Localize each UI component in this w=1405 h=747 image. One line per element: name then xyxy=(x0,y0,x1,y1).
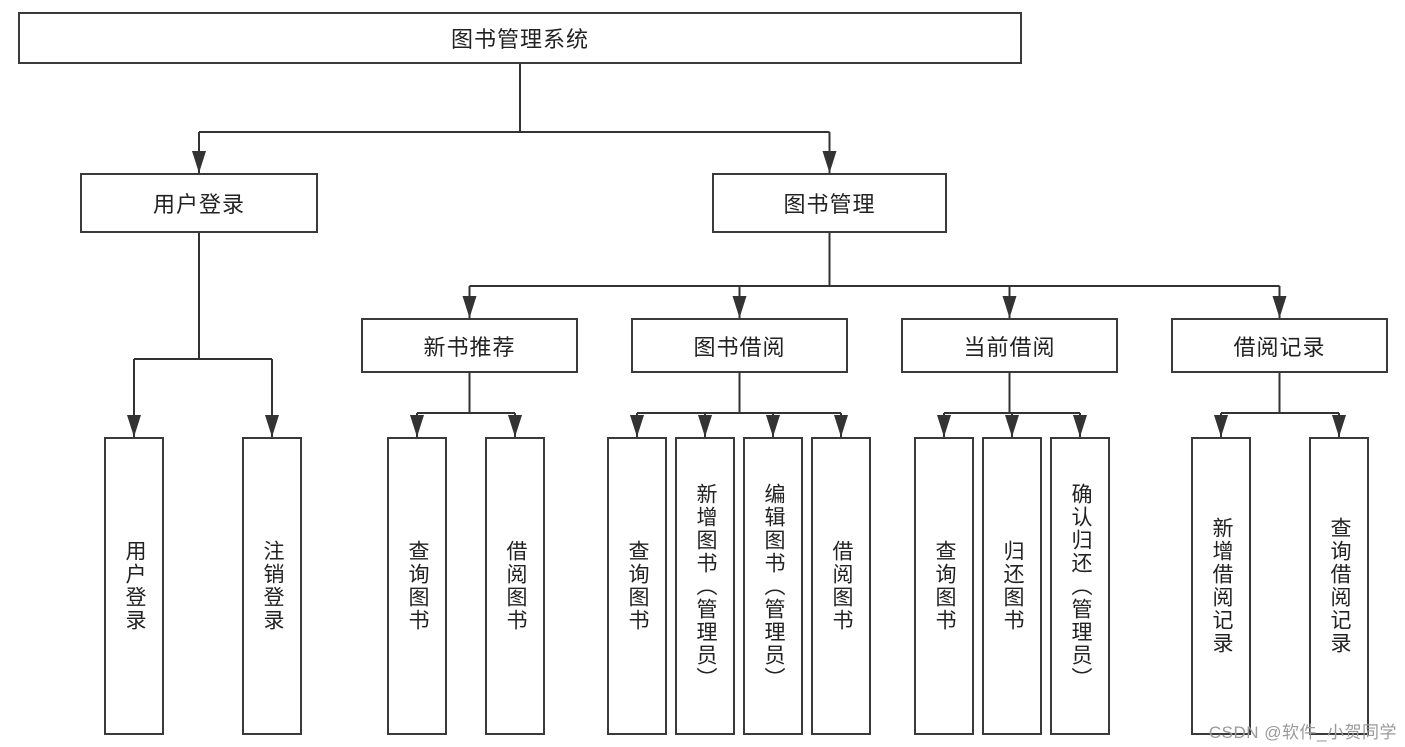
leaf-confirm-return-label: 确认归还（管理员） xyxy=(1069,482,1093,690)
node-new-book-recommend[interactable]: 新书推荐 xyxy=(361,318,578,373)
leaf-query-book-2-label: 查询图书 xyxy=(626,540,650,632)
node-user-login[interactable]: 用户登录 xyxy=(80,173,318,233)
leaf-borrow-book-1[interactable]: 借阅图书 xyxy=(485,437,545,735)
leaf-edit-book-label: 编辑图书（管理员） xyxy=(762,482,786,690)
node-book-manage[interactable]: 图书管理 xyxy=(712,173,947,233)
leaf-user-logout[interactable]: 注销登录 xyxy=(242,437,302,735)
leaf-user-login[interactable]: 用户登录 xyxy=(104,437,164,735)
leaf-add-borrow-record-label: 新增借阅记录 xyxy=(1210,517,1234,655)
leaf-return-book-label: 归还图书 xyxy=(1001,540,1025,632)
leaf-borrow-book-2[interactable]: 借阅图书 xyxy=(811,437,871,735)
leaf-query-borrow-record[interactable]: 查询借阅记录 xyxy=(1309,437,1369,735)
node-borrow-record[interactable]: 借阅记录 xyxy=(1171,318,1388,373)
node-book-borrow-label: 图书借阅 xyxy=(693,334,786,360)
leaf-query-book-1[interactable]: 查询图书 xyxy=(387,437,447,735)
node-book-manage-label: 图书管理 xyxy=(783,192,876,217)
leaf-query-book-3-label: 查询图书 xyxy=(933,540,957,632)
leaf-query-book-2[interactable]: 查询图书 xyxy=(607,437,667,735)
leaf-add-borrow-record[interactable]: 新增借阅记录 xyxy=(1191,437,1251,735)
leaf-query-borrow-record-label: 查询借阅记录 xyxy=(1328,517,1352,655)
node-new-book-recommend-label: 新书推荐 xyxy=(423,334,516,360)
leaf-query-book-1-label: 查询图书 xyxy=(406,540,430,632)
leaf-add-book-label: 新增图书（管理员） xyxy=(694,482,718,690)
node-root[interactable]: 图书管理系统 xyxy=(18,12,1022,64)
node-book-borrow[interactable]: 图书借阅 xyxy=(631,318,848,373)
watermark: CSDN @软件_小贺同学 xyxy=(1208,723,1397,742)
leaf-confirm-return[interactable]: 确认归还（管理员） xyxy=(1050,437,1110,735)
leaf-borrow-book-2-label: 借阅图书 xyxy=(830,540,854,632)
leaf-add-book[interactable]: 新增图书（管理员） xyxy=(675,437,735,735)
leaf-user-logout-label: 注销登录 xyxy=(261,540,285,632)
node-current-borrow-label: 当前借阅 xyxy=(963,334,1056,360)
leaf-user-login-label: 用户登录 xyxy=(123,540,147,632)
leaf-query-book-3[interactable]: 查询图书 xyxy=(914,437,974,735)
leaf-edit-book[interactable]: 编辑图书（管理员） xyxy=(743,437,803,735)
node-borrow-record-label: 借阅记录 xyxy=(1233,334,1326,360)
node-user-login-label: 用户登录 xyxy=(152,192,245,217)
node-root-label: 图书管理系统 xyxy=(450,27,589,52)
leaf-return-book[interactable]: 归还图书 xyxy=(982,437,1042,735)
node-current-borrow[interactable]: 当前借阅 xyxy=(901,318,1118,373)
leaf-borrow-book-1-label: 借阅图书 xyxy=(504,540,528,632)
